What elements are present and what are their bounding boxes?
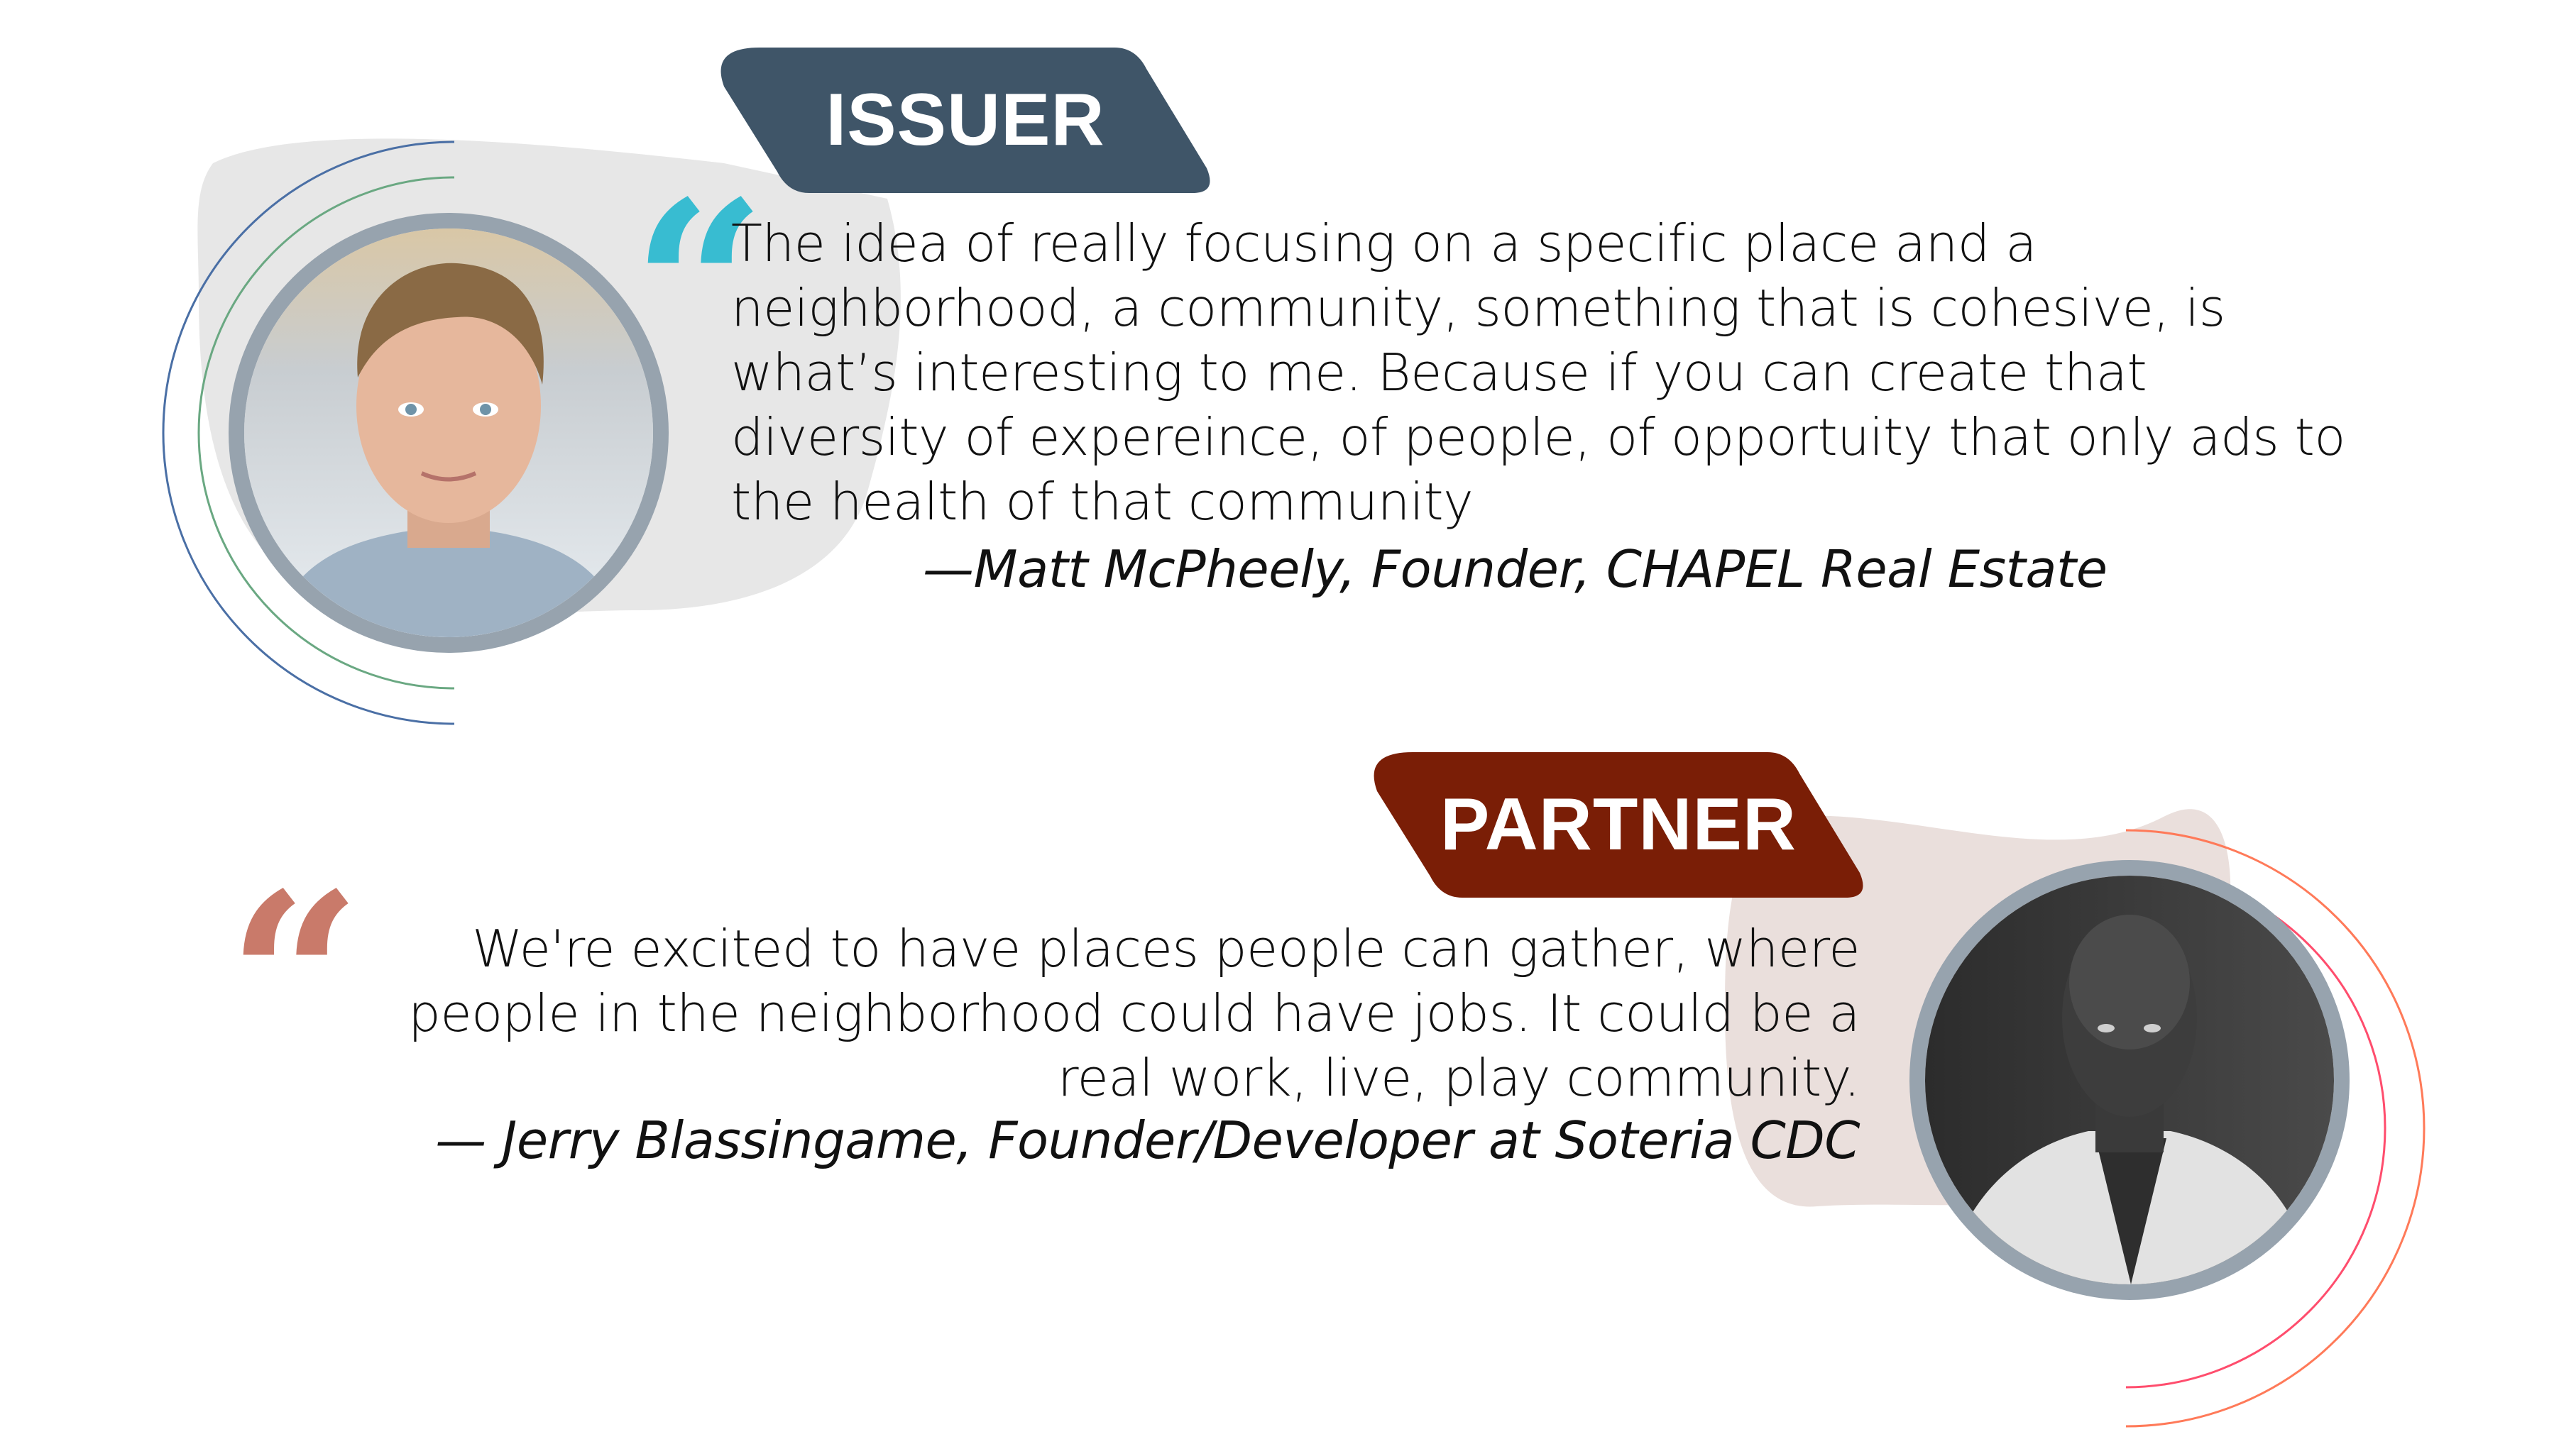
quote-fragment: The idea of really focusing on a: [731, 214, 1537, 273]
quote-fragment: , where: [1672, 919, 1860, 979]
quote-fragment: neighborhood, a community, something tha…: [731, 278, 2225, 338]
issuer-badge: ISSUER: [717, 48, 1214, 193]
issuer-avatar: [229, 213, 669, 653]
partner-badge: PARTNER: [1370, 752, 1867, 898]
quote-fragment: could have jobs. It could be a: [1103, 984, 1860, 1043]
issuer-badge-label: ISSUER: [826, 79, 1105, 161]
issuer-arc-green: [197, 176, 455, 690]
issuer-attribution: —Matt McPheely, Founder, CHAPEL Real Est…: [923, 539, 2108, 599]
quote-line: The idea of really focusing on a specifi…: [731, 211, 2345, 277]
issuer-portrait-image: [244, 228, 653, 637]
highlighted-word: diversity: [722, 405, 955, 470]
issuer-quote-text: The idea of really focusing on a specifi…: [722, 211, 2345, 534]
quote-fragment: real work, live, play community.: [1058, 1048, 1860, 1108]
quote-fragment: of expereince, of people, of opportuity …: [948, 407, 2345, 467]
quote-fragment: people in the: [408, 984, 756, 1043]
issuer-quote-icon: “: [632, 150, 767, 425]
highlighted-word: specific: [1528, 211, 1733, 277]
partner-badge-label: PARTNER: [1440, 783, 1797, 866]
partner-quote-icon: “: [227, 842, 362, 1117]
highlighted-word: gather: [1499, 917, 1679, 982]
quote-line: the health of that community: [731, 470, 2345, 534]
quote-line: people in the neighborhood could have jo…: [408, 981, 1860, 1047]
partner-portrait-image: [1925, 876, 2334, 1284]
quote-line: what’s interesting to me. Because if you…: [731, 341, 2345, 405]
quote-fragment: the health of that community: [731, 472, 1474, 531]
quote-line: real work, live, play community.: [408, 1046, 1860, 1111]
partner-quote-text: We're excited to have places people can …: [408, 917, 1860, 1111]
issuer-arc-blue: [162, 141, 455, 725]
quote-fragment: place and a: [1727, 214, 2037, 273]
quote-line: neighborhood, a community, something tha…: [731, 276, 2345, 341]
quote-line: We're excited to have places people can …: [408, 917, 1860, 982]
highlighted-word: neighborhood: [747, 981, 1110, 1047]
partner-badge-shape: [1374, 752, 1863, 898]
issuer-badge-shape: [720, 48, 1210, 193]
quote-fragment: We're excited to have places people can: [472, 919, 1508, 979]
partner-arc-orange: [2125, 829, 2426, 1428]
quote-fragment: what’s interesting to me. Because if you…: [731, 343, 2147, 402]
quote-line: diversity of expereince, of people, of o…: [722, 405, 2345, 470]
partner-attribution: — Jerry Blassingame, Founder/Developer a…: [435, 1111, 1860, 1170]
partner-avatar: [1909, 860, 2350, 1300]
